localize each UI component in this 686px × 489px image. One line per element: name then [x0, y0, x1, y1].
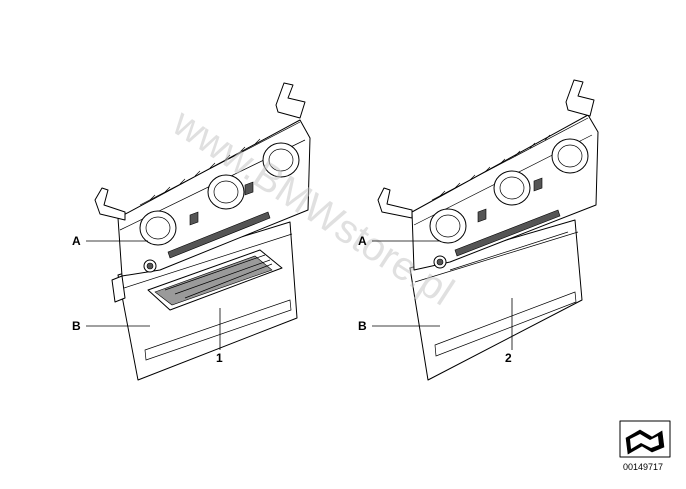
callout-b-2: B [358, 319, 367, 333]
vent-left-1 [139, 210, 177, 246]
vent-left-2 [429, 208, 467, 244]
slot-strip-2 [454, 209, 561, 257]
vent-center-1 [207, 174, 245, 210]
diagram-code: 00149717 [623, 462, 663, 472]
bracket-left-1 [94, 187, 126, 221]
vent-right-2 [551, 138, 589, 174]
callout-b-1: B [72, 319, 81, 333]
callout-a-1: A [72, 234, 81, 248]
diagram-code-box: 00149717 [619, 420, 671, 472]
vent-center-2 [493, 170, 531, 206]
bracket-right-1 [275, 82, 306, 119]
callout-number-2: 2 [505, 351, 512, 365]
callout-number-1: 1 [216, 351, 223, 365]
bracket-left-2 [377, 187, 413, 219]
assembly-1 [94, 82, 311, 381]
callouts: A B 1 A B 2 [72, 234, 513, 365]
vent-right-1 [262, 142, 300, 178]
bracket-right-2 [565, 79, 595, 117]
callout-a-2: A [358, 234, 367, 248]
switch-strip-1 [167, 211, 271, 259]
assembly-2 [377, 79, 599, 381]
